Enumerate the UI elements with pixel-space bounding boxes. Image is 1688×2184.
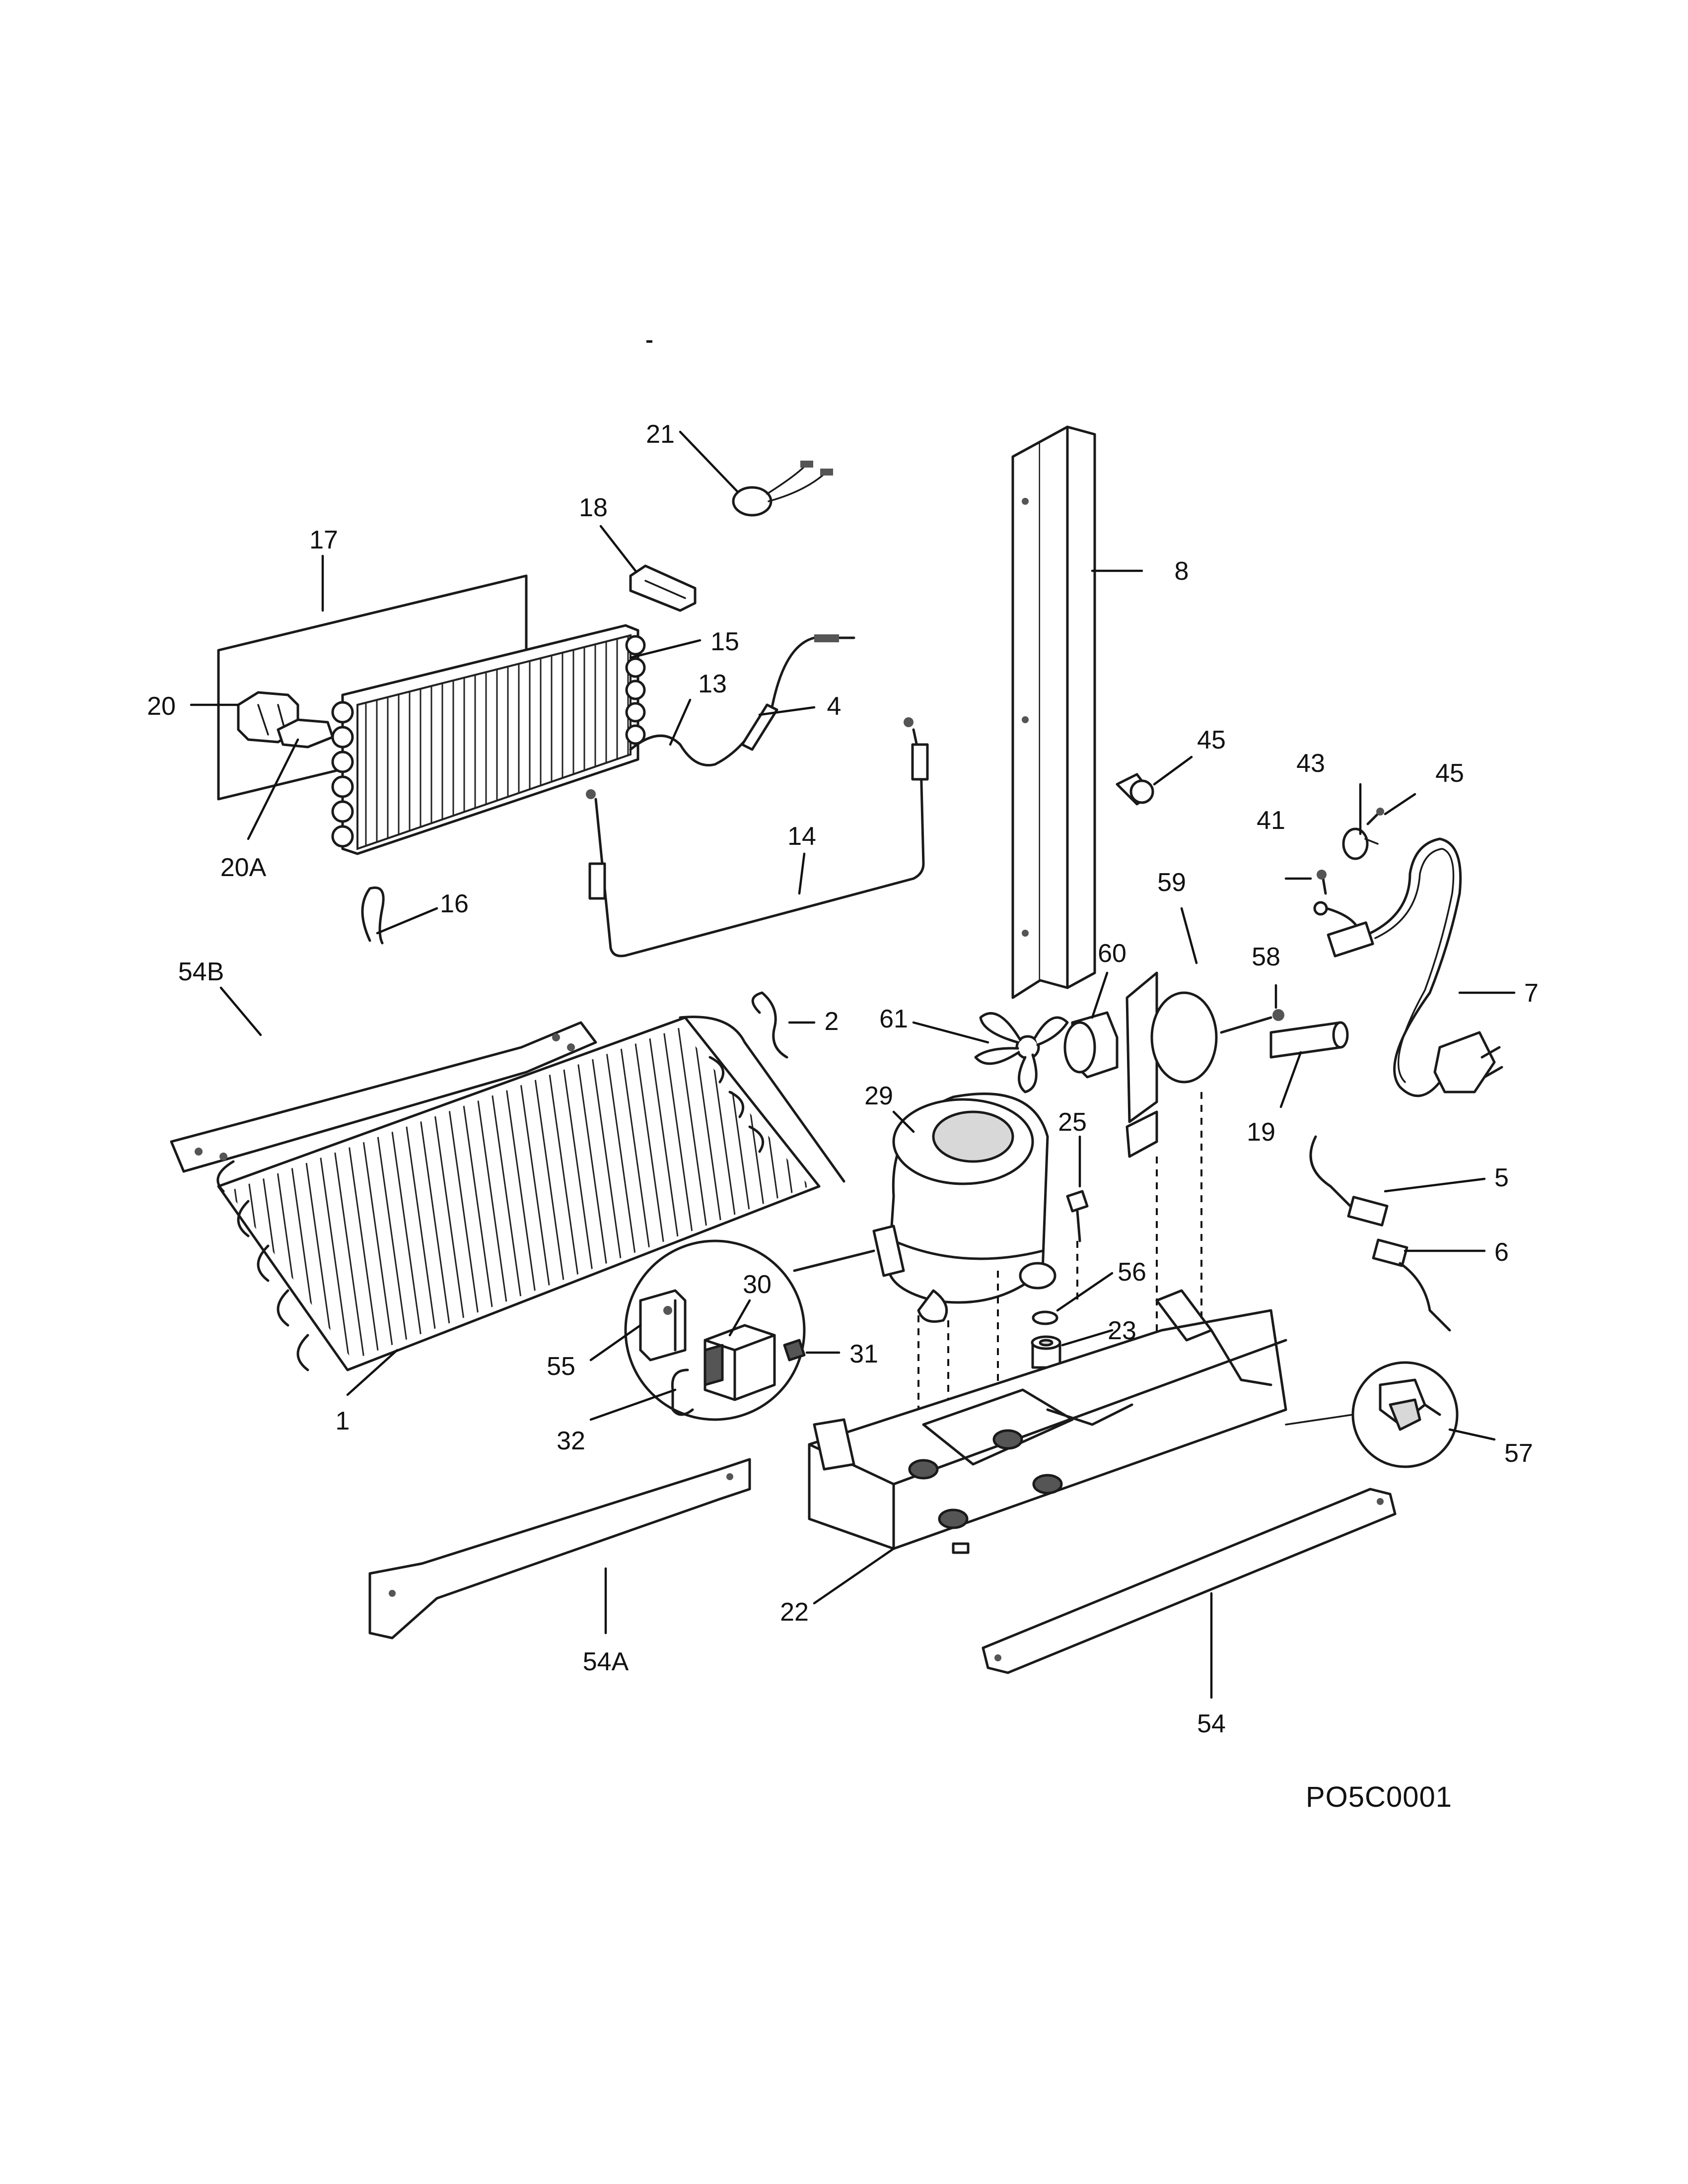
part-15-evaporator [331,624,646,855]
callout-30: 30 [743,1270,772,1299]
part-19-tube [1269,1021,1349,1059]
part-41-screw [1317,870,1327,895]
part-18-clip [629,564,697,612]
callout-1: 1 [336,1407,350,1435]
part-57-inset-clip [1285,1361,1459,1468]
callout-6: 6 [1494,1238,1509,1267]
callout-17: 17 [309,526,338,554]
callout-32: 32 [557,1427,585,1455]
callout-2: 2 [825,1007,839,1036]
part-20A-evaporator-clip [277,718,334,749]
part-54B-brace [170,1021,597,1173]
callout-58: 58 [1252,943,1280,971]
callout-15: 15 [710,627,739,656]
part-7-power-cord [1313,837,1503,1097]
callout-45: 45 [1197,726,1226,754]
part-60-condenser-fan-motor [1063,1011,1119,1079]
part-45-screw-small [1366,808,1384,825]
callout-20: 20 [147,692,176,721]
part-55-relay-cover [639,1289,687,1362]
callout-60: 60 [1098,939,1126,968]
relay-inset-circle [624,1239,806,1421]
part-2-clip [751,991,788,1059]
callout-25: 25 [1058,1108,1087,1137]
callout-29: 29 [864,1082,893,1110]
part-16-wire-clip [361,887,385,945]
callout-5: 5 [1494,1163,1509,1192]
callout-20A: 20A [220,853,267,882]
callout-16: 16 [440,889,469,918]
part-13-heater-wire [629,733,751,767]
drawing-code: PO5C0001 [1306,1781,1452,1813]
callout-43: 43 [1296,749,1325,778]
part-43-cord-clamp [1342,827,1379,860]
part-54A-brace [368,1458,751,1639]
callout-22: 22 [780,1598,809,1627]
callout-23: 23 [1108,1316,1136,1345]
callout-13: 13 [698,670,727,698]
part-45-screw [1116,773,1154,806]
callout-7: 7 [1524,979,1539,1008]
part-30-relay [703,1324,776,1401]
callout-61: 61 [879,1005,908,1033]
callout-45-right: 45 [1435,759,1464,788]
callout-54B: 54B [178,957,224,986]
callout-54: 54 [1197,1709,1226,1738]
part-54-brace [982,1488,1397,1674]
part-23-grommet [1031,1335,1061,1369]
callout-21: 21 [646,420,675,449]
callout-56: 56 [1118,1258,1146,1287]
part-1-condenser [216,1016,845,1371]
part-59-fan-bracket [1125,971,1218,1158]
callout-57: 57 [1504,1439,1533,1468]
callout-59: 59 [1157,868,1186,897]
callout-19: 19 [1247,1118,1275,1147]
part-61-fan-blade [974,1012,1069,1093]
part-29-compressor [793,1092,1056,1323]
callout-41: 41 [1257,806,1285,835]
part-4-thermistor [741,634,855,751]
part-8-vertical-channel [1011,425,1096,999]
part-6-harness-connector [1372,1238,1451,1332]
callout-14: 14 [787,822,816,851]
callout-4: 4 [827,692,842,721]
callout-54A: 54A [583,1647,629,1676]
part-5-harness-connector [1309,1135,1389,1227]
callout-labels: 21 18 17 15 13 4 20 20A 14 16 54B 2 8 45… [147,420,1539,1813]
callout-8: 8 [1175,557,1189,586]
callout-18: 18 [579,493,608,522]
part-56-washer [1032,1310,1058,1325]
callout-leader-lines [190,430,1516,1699]
part-21-defrost-thermostat [732,461,833,517]
part-22-compressor-mounting-base [808,1289,1287,1554]
part-58-screw [1220,1009,1284,1034]
part-32-retainer-clip [671,1368,694,1416]
callout-55: 55 [547,1352,575,1381]
part-14-heater-harness [586,717,929,957]
callout-31: 31 [849,1340,878,1368]
part-31-overload-protector [783,1339,806,1362]
part-25-bolt [1066,1190,1089,1242]
